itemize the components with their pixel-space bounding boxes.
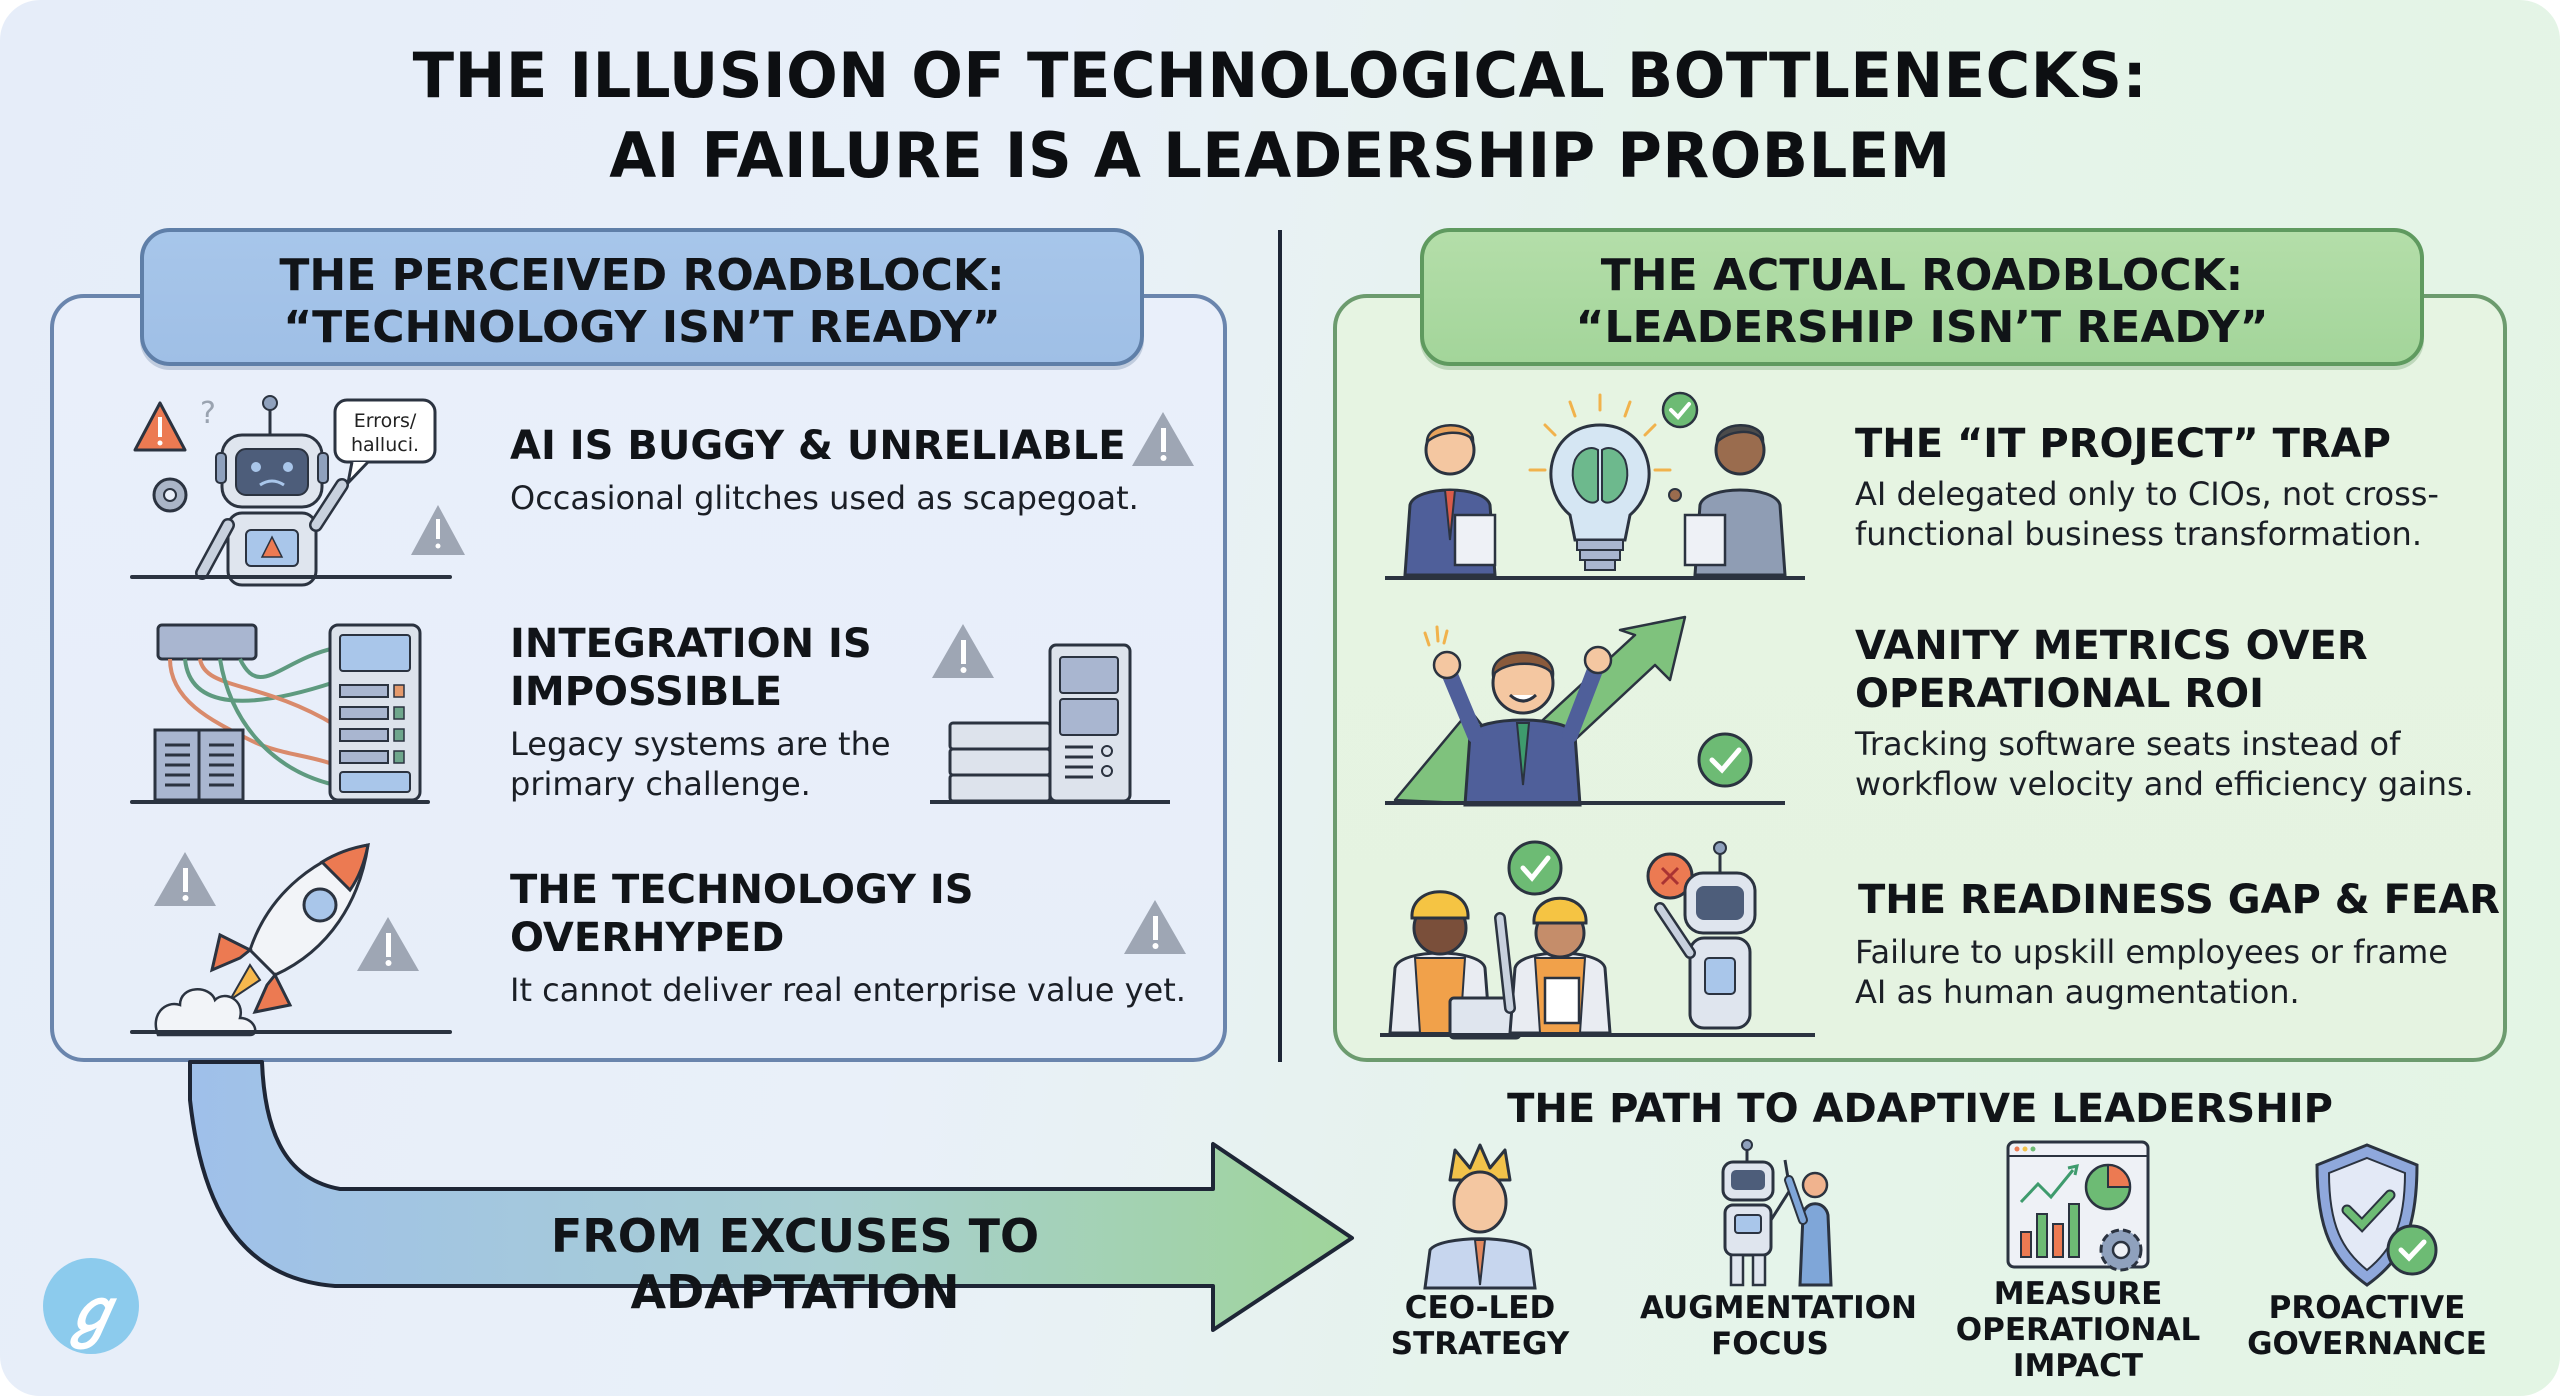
path-label-line-1: CEO-LED — [1404, 1290, 1556, 1326]
speech-bubble-line-2: halluci. — [351, 434, 419, 456]
robot-human-collaboration-icon — [1721, 1139, 1833, 1287]
divider-line — [130, 1030, 452, 1034]
item-title-line-1: THE TECHNOLOGY IS — [510, 867, 974, 913]
item-description: Occasional glitches used as scapegoat. — [510, 479, 1139, 517]
warning-icon — [932, 624, 994, 678]
celebrating-manager-chart-icon — [1385, 615, 1785, 807]
warning-icon — [1124, 900, 1186, 954]
item-title: THE “IT PROJECT” TRAP — [1855, 421, 2391, 467]
transition-arrow-label: FROM EXCUSES TO ADAPTATION — [550, 1209, 1040, 1319]
item-description-line-1: AI delegated only to CIOs, not cross- — [1855, 475, 2439, 513]
item-description-line-2: primary challenge. — [510, 765, 811, 803]
item-description-line-1: Tracking software seats instead of — [1855, 725, 2401, 763]
executives-lightbulb-icon — [1385, 391, 1805, 580]
item-description-line-2: AI as human augmentation. — [1855, 973, 2300, 1011]
center-divider — [1278, 230, 1282, 1062]
item-description: It cannot deliver real enterprise value … — [510, 971, 1186, 1009]
item-title-line-2: OVERHYPED — [510, 915, 785, 961]
item-title-line-1: VANITY METRICS OVER — [1855, 623, 2368, 669]
item-description-line-2: functional business transformation. — [1855, 515, 2422, 553]
item-description-line-1: Failure to upskill employees or frame — [1855, 933, 2448, 971]
warning-icon — [1132, 412, 1194, 466]
actual-roadblock-header: THE ACTUAL ROADBLOCK: “LEADERSHIP ISN’T … — [1420, 228, 2424, 366]
warning-icon — [154, 852, 216, 906]
item-title-line-2: OPERATIONAL ROI — [1855, 671, 2265, 717]
path-label-line-2: FOCUS — [1711, 1326, 1829, 1362]
brand-logo: ℊ — [43, 1258, 139, 1354]
divider-line — [130, 575, 452, 579]
main-title-line-1: THE ILLUSION OF TECHNOLOGICAL BOTTLENECK… — [412, 39, 2148, 112]
item-title: THE READINESS GAP & FEAR — [1858, 877, 2500, 923]
server-rack-icon — [930, 643, 1170, 804]
item-description-line-1: Legacy systems are the — [510, 725, 891, 763]
actual-roadblock-header-line-1: THE ACTUAL ROADBLOCK: — [1600, 250, 2244, 301]
path-label-line-3: IMPACT — [2012, 1348, 2144, 1384]
shield-check-icon — [2315, 1143, 2438, 1287]
sad-robot-icon: ? Errors/ halluci. — [133, 395, 465, 587]
perceived-roadblock-panel — [50, 294, 1227, 1062]
rocket-icon — [154, 843, 370, 1037]
item-title-line-1: INTEGRATION IS — [510, 621, 872, 667]
transition-arrow-icon — [188, 1060, 1354, 1332]
speech-bubble-line-1: Errors/ — [354, 410, 417, 432]
item-title-line-2: IMPOSSIBLE — [510, 669, 783, 715]
legacy-servers-icon — [153, 623, 422, 802]
divider-line — [130, 800, 430, 804]
perceived-roadblock-header: THE PERCEIVED ROADBLOCK: “TECHNOLOGY ISN… — [140, 228, 1144, 366]
path-section-title: THE PATH TO ADAPTIVE LEADERSHIP — [1507, 1086, 2333, 1132]
path-label-line-2: STRATEGY — [1390, 1326, 1570, 1362]
workers-and-robot-icon — [1380, 840, 1815, 1040]
analytics-dashboard-icon — [2006, 1140, 2150, 1272]
perceived-roadblock-header-line-2: “TECHNOLOGY ISN’T READY” — [283, 302, 1001, 353]
perceived-roadblock-header-line-1: THE PERCEIVED ROADBLOCK: — [279, 250, 1005, 301]
crowned-ceo-icon — [1423, 1143, 1537, 1290]
item-description-line-2: workflow velocity and efficiency gains. — [1855, 765, 2474, 803]
path-label-line-1: PROACTIVE — [2268, 1290, 2466, 1326]
svg-text:?: ? — [200, 396, 216, 431]
warning-icon — [357, 917, 419, 971]
main-title-line-2: AI FAILURE IS A LEADERSHIP PROBLEM — [609, 119, 1951, 192]
item-title: AI IS BUGGY & UNRELIABLE — [510, 423, 1126, 469]
path-label-line-2: GOVERNANCE — [2247, 1326, 2487, 1362]
actual-roadblock-header-line-2: “LEADERSHIP ISN’T READY” — [1575, 302, 2269, 353]
path-label-line-2: OPERATIONAL — [1955, 1312, 2201, 1348]
path-label-line-1: MEASURE — [1993, 1276, 2163, 1312]
path-label-line-1: AUGMENTATION — [1640, 1290, 1917, 1326]
